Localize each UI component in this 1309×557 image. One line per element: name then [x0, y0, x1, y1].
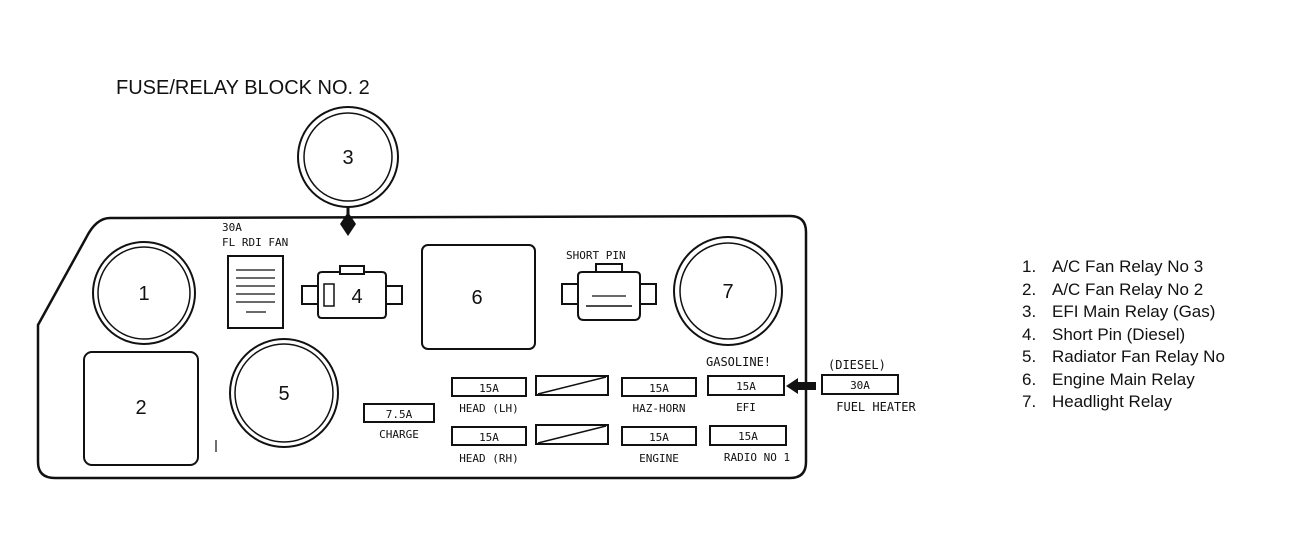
fuse-fuel-heater-amp: 30A — [850, 379, 870, 392]
short-pin-label: SHORT PIN — [566, 249, 626, 262]
relay-3-pointer — [340, 207, 356, 236]
legend-number: 3. — [1022, 302, 1037, 321]
legend-number: 4. — [1022, 324, 1037, 344]
fuse-efi: 15A EFI — [707, 375, 785, 414]
short-pin-4: 4 — [301, 265, 403, 319]
legend-text: Radiator Fan Relay No — [1052, 347, 1225, 366]
relay-6-number: 6 — [471, 287, 482, 309]
relay-6: 6 — [421, 244, 536, 350]
fuse-head-lh-label: HEAD (LH) — [459, 402, 519, 415]
legend-text: Headlight Relay — [1052, 392, 1173, 411]
blank-fuse-slot-bottom — [535, 424, 609, 445]
fuse-engine: 15A ENGINE — [621, 426, 697, 465]
legend-item: 7. Headlight Relay — [1022, 391, 1225, 414]
relay-3: 3 — [297, 106, 399, 208]
fuse-radio-amp: 15A — [738, 430, 758, 443]
legend-text: Short Pin (Diesel) — [1052, 324, 1186, 344]
block-outline — [36, 214, 808, 480]
fuse-charge: 7.5A CHARGE — [363, 403, 435, 441]
fuse-engine-label: ENGINE — [639, 452, 679, 465]
fuse-haz-horn: 15A HAZ-HORN — [621, 377, 697, 415]
fan-fuse-amp: 30A — [222, 221, 242, 234]
fuse-radio-label: RADIO NO 1 — [724, 451, 790, 464]
legend-item: 6. Engine Main Relay — [1022, 369, 1225, 392]
relay-7-number: 7 — [722, 281, 733, 303]
relay-2-number: 2 — [135, 397, 146, 419]
legend-number: 7. — [1022, 392, 1037, 411]
legend-item: 2. A/C Fan Relay No 2 — [1022, 279, 1225, 302]
fuse-engine-amp: 15A — [649, 431, 669, 444]
relay-7: 7 — [673, 236, 783, 346]
relay-3-number: 3 — [342, 147, 353, 169]
relay-1-number: 1 — [138, 283, 149, 305]
legend-text: A/C Fan Relay No 2 — [1052, 279, 1204, 299]
fuse-charge-amp: 7.5A — [386, 408, 413, 421]
legend-text: A/C Fan Relay No 3 — [1052, 257, 1204, 276]
blank-fuse-slot-top — [535, 375, 609, 396]
component-4-number: 4 — [351, 286, 362, 308]
fuse-fuel-heater: 30A FUEL HEATER — [821, 374, 917, 414]
relay-5: 5 — [229, 338, 339, 448]
fuse-head-rh-amp: 15A — [479, 431, 499, 444]
fuse-head-rh-label: HEAD (RH) — [459, 452, 519, 465]
legend-number: 6. — [1022, 369, 1037, 389]
fuse-radio-no1: 15A RADIO NO 1 — [709, 425, 790, 464]
legend-number: 2. — [1022, 279, 1037, 299]
diesel-label: (DIESEL) — [828, 358, 886, 372]
legend-list: 1. A/C Fan Relay No 3 2. A/C Fan Relay No … — [1022, 256, 1225, 414]
legend-item: 3. EFI Main Relay (Gas) — [1022, 301, 1225, 324]
legend-item: 1. A/C Fan Relay No 3 — [1022, 256, 1225, 279]
legend-number: 5. — [1022, 347, 1037, 366]
legend-number: 1. — [1022, 257, 1037, 276]
fuse-haz-horn-label: HAZ-HORN — [633, 402, 686, 415]
short-pin-connector — [561, 263, 657, 321]
fan-fuse — [227, 255, 284, 329]
fuse-fuel-heater-label: FUEL HEATER — [836, 400, 916, 414]
fuse-efi-amp: 15A — [736, 380, 756, 393]
legend-item: 5. Radiator Fan Relay No — [1022, 346, 1225, 369]
relay-5-number: 5 — [278, 383, 289, 405]
fuse-haz-horn-amp: 15A — [649, 382, 669, 395]
fuse-head-lh-amp: 15A — [479, 382, 499, 395]
fuse-head-rh: 15A HEAD (RH) — [451, 426, 527, 465]
gasoline-label: GASOLINE! — [706, 355, 771, 369]
fuse-charge-label: CHARGE — [379, 428, 419, 441]
relay-1: 1 — [92, 241, 196, 345]
diagram-title: FUSE/RELAY BLOCK NO. 2 — [116, 77, 370, 99]
fuel-heater-arrow — [786, 378, 816, 394]
legend-text: Engine Main Relay — [1052, 369, 1195, 389]
fuse-head-lh: 15A HEAD (LH) — [451, 377, 527, 415]
fan-fuse-label: FL RDI FAN — [222, 236, 288, 249]
legend-item: 4. Short Pin (Diesel) — [1022, 324, 1225, 347]
legend-text: EFI Main Relay (Gas) — [1052, 302, 1216, 321]
relay-2: 2 — [83, 351, 199, 466]
fuse-efi-label: EFI — [736, 401, 756, 414]
